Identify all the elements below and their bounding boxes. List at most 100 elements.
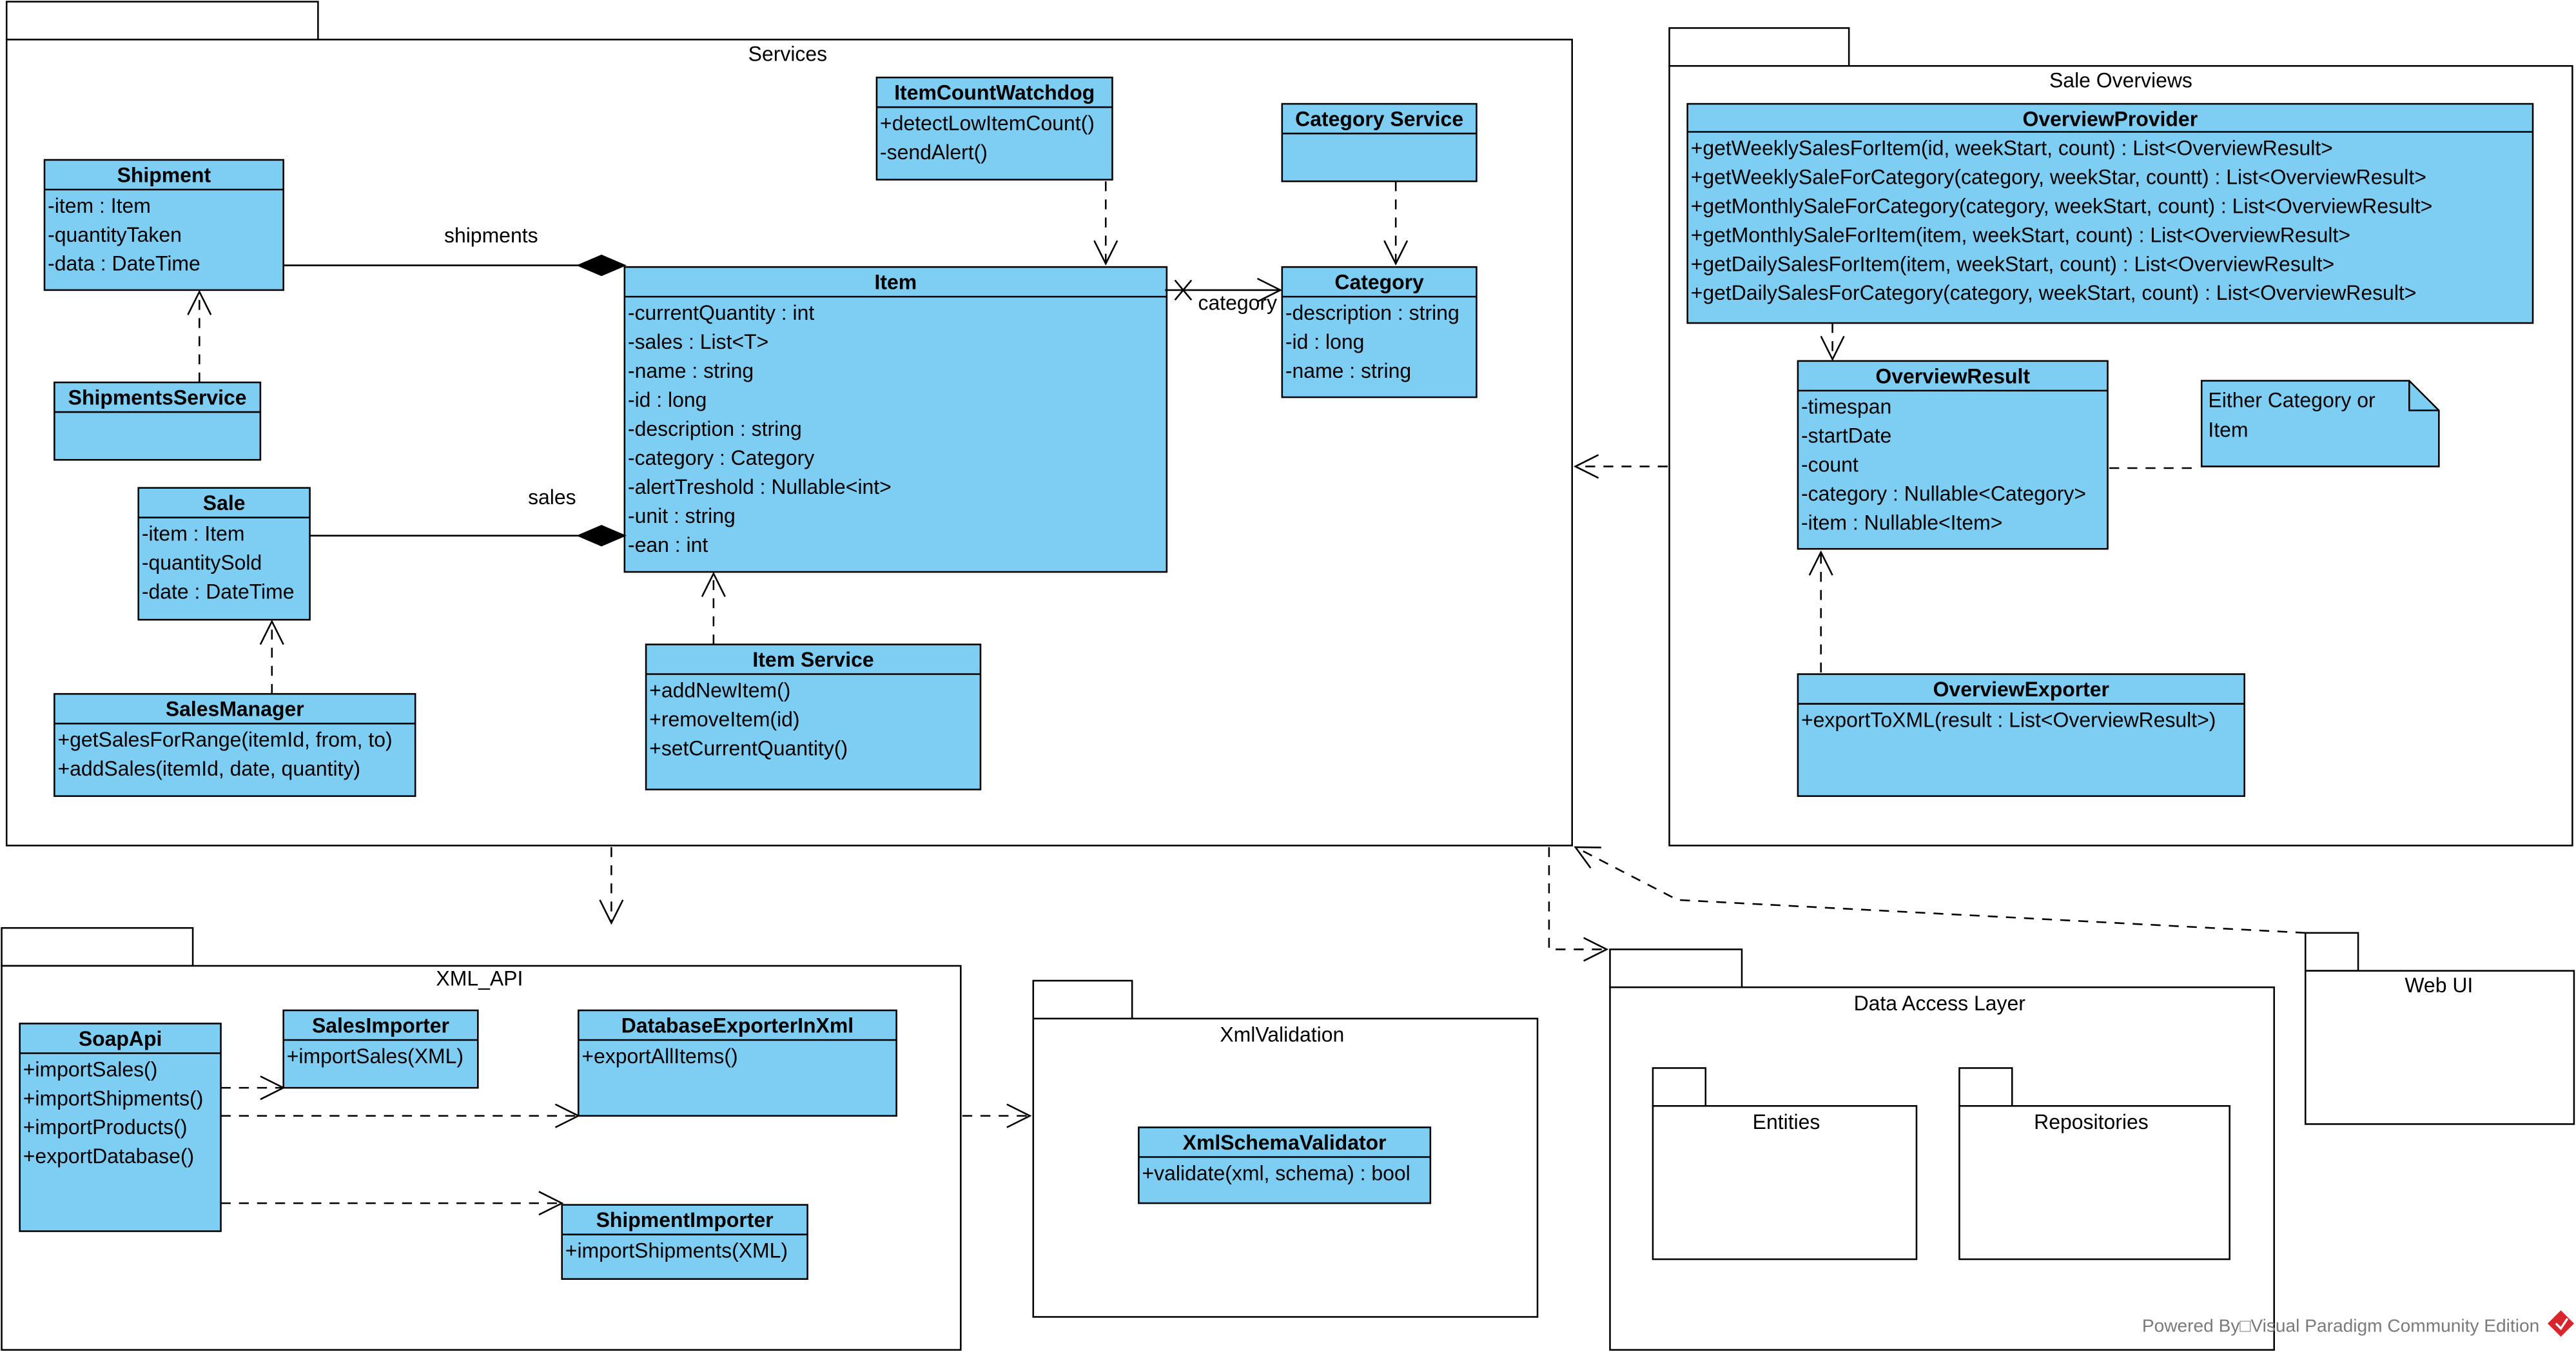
class-shipment-importer[interactable]: ShipmentImporter+importShipments(XML) [561, 1204, 808, 1280]
note-line-2: Item [2208, 418, 2248, 441]
class-member: +importShipments(XML) [565, 1239, 788, 1262]
class-member: +getDailySalesForCategory(category, week… [1691, 281, 2417, 304]
class-member: -quantitySold [142, 551, 262, 574]
watermark: Powered By□Visual Paradigm Community Edi… [2142, 1310, 2574, 1337]
class-member: +getWeeklySalesForItem(id, weekStart, co… [1691, 136, 2333, 159]
class-member: -startDate [1801, 424, 1891, 447]
package-web-ui-label: Web UI [2405, 974, 2473, 997]
class-name: ItemCountWatchdog [894, 81, 1095, 104]
package-repositories-label: Repositories [2034, 1110, 2149, 1133]
class-sale[interactable]: Sale -item : Item -quantitySold -date : Dat… [137, 487, 311, 621]
class-name: Category [1334, 271, 1424, 294]
dependency-webui-services[interactable] [1576, 847, 2306, 934]
class-member: +exportAllItems() [581, 1045, 737, 1068]
class-member: -currentQuantity : int [628, 301, 814, 324]
class-member: -date : DateTime [142, 580, 295, 603]
class-xml-schema-validator[interactable]: XmlSchemaValidator+validate(xml, schema)… [1138, 1126, 1432, 1204]
class-member: -timespan [1801, 395, 1891, 418]
class-overview-result[interactable]: OverviewResult -timespan -startDate -count -… [1797, 360, 2109, 550]
class-member: +addNewItem() [649, 678, 790, 702]
class-name: OverviewResult [1875, 364, 2030, 388]
class-member: -item : Nullable<Item> [1801, 511, 2002, 535]
class-member: -item : Item [142, 522, 245, 545]
class-overview-exporter[interactable]: OverviewExporter+exportToXML(result : Li… [1797, 673, 2245, 797]
label-category: category [1198, 291, 1278, 315]
class-name: Category Service [1295, 108, 1463, 131]
class-name: SalesManager [166, 698, 304, 721]
class-member: -quantityTaken [48, 223, 182, 246]
class-member: -name : string [628, 359, 754, 382]
class-member: -category : Category [628, 446, 814, 469]
class-name: OverviewProvider [2023, 108, 2198, 131]
note-line-1: Either Category or [2208, 388, 2376, 411]
class-database-exporter[interactable]: DatabaseExporterInXml+exportAllItems() [577, 1009, 897, 1117]
classes: Shipment -item : Item -quantityTaken -data … [19, 76, 2534, 1280]
class-name: OverviewExporter [1933, 678, 2109, 701]
class-member: +removeItem(id) [649, 707, 799, 731]
dependency-services-dataaccess[interactable] [1548, 847, 1606, 949]
class-member: +importProducts() [23, 1115, 188, 1139]
note[interactable]: Either Category or Item [2200, 380, 2440, 467]
composition-sales[interactable] [309, 525, 627, 547]
class-member: +importShipments() [23, 1086, 204, 1110]
class-shipment[interactable]: Shipment -item : Item -quantityTaken -data … [43, 159, 284, 291]
package-entities[interactable]: Entities [1652, 1067, 1918, 1261]
visual-paradigm-logo-icon [2548, 1310, 2574, 1337]
class-member: -id : long [1285, 330, 1365, 353]
class-category[interactable]: Category -description : string -id : long -… [1281, 266, 1478, 398]
label-sales: sales [528, 486, 576, 509]
class-member: +getWeeklySaleForCategory(category, week… [1691, 165, 2426, 188]
class-name: SalesImporter [312, 1014, 449, 1037]
class-name: Shipment [117, 163, 211, 186]
class-item-service[interactable]: Item Service +addNewItem() +removeItem(id)… [645, 643, 982, 790]
class-member: -unit : string [628, 504, 736, 527]
class-member: +setCurrentQuantity() [649, 736, 848, 760]
package-xml-api-label: XML_API [436, 967, 523, 990]
package-web-ui[interactable]: Web UI [2304, 932, 2575, 1125]
class-member: -alertTreshold : Nullable<int> [628, 475, 892, 498]
class-member: +importSales() [23, 1057, 158, 1081]
class-member: -sendAlert() [880, 141, 988, 164]
watermark-text: Powered By□Visual Paradigm Community Edi… [2142, 1315, 2539, 1335]
class-member: +detectLowItemCount() [880, 112, 1095, 135]
package-services-label: Services [748, 43, 827, 66]
class-name: Item [875, 271, 917, 294]
class-sales-importer[interactable]: SalesImporter +importSales(XML) [282, 1009, 479, 1089]
class-shipments-service[interactable]: ShipmentsService [54, 381, 262, 461]
class-member: -data : DateTime [48, 252, 200, 275]
class-member: -sales : List<T> [628, 330, 768, 353]
class-member: -id : long [628, 388, 707, 411]
class-member: -item : Item [48, 194, 151, 217]
package-xml-validation-label: XmlValidation [1220, 1023, 1344, 1046]
label-shipments: shipments [444, 224, 538, 247]
class-member: +validate(xml, schema) : bool [1142, 1161, 1410, 1184]
class-member: +getSalesForRange(itemId, from, to) [57, 728, 392, 751]
class-member: +getMonthlySaleForCategory(category, wee… [1691, 194, 2433, 217]
composition-shipments[interactable] [283, 254, 627, 277]
package-entities-label: Entities [1753, 1110, 1820, 1133]
class-member: +getDailySalesForItem(item, weekStart, c… [1691, 252, 2334, 275]
class-item-count-watchdog[interactable]: ItemCountWatchdog +detectLowItemCount() -s… [875, 76, 1113, 181]
class-name: ShipmentsService [68, 386, 247, 409]
class-member: -count [1801, 453, 1859, 476]
class-member: +importSales(XML) [287, 1045, 463, 1068]
class-name: SoapApi [79, 1027, 162, 1050]
class-item[interactable]: Item -currentQuantity : int -sales : List<… [623, 266, 1168, 573]
class-category-service[interactable]: Category Service [1281, 103, 1478, 182]
class-soap-api[interactable]: SoapApi +importSales() +importShipments() +… [19, 1023, 222, 1232]
package-sale-overviews-label: Sale Overviews [2049, 68, 2192, 92]
class-name: Sale [203, 491, 246, 515]
class-name: Item Service [752, 648, 873, 671]
association-category[interactable] [1165, 280, 1280, 300]
class-member: -description : string [1285, 301, 1459, 324]
class-member: -ean : int [628, 533, 708, 556]
class-sales-manager[interactable]: SalesManager +getSalesForRange(itemId, fr… [54, 692, 416, 797]
logo-check-mark [2555, 1318, 2569, 1330]
class-member: -category : Nullable<Category> [1801, 482, 2086, 505]
class-overview-provider[interactable]: OverviewProvider +getWeeklySalesForItem(i… [1686, 103, 2534, 324]
class-member: -name : string [1285, 359, 1411, 382]
class-member: +addSales(itemId, date, quantity) [57, 757, 360, 780]
package-repositories[interactable]: Repositories [1958, 1067, 2230, 1261]
class-member: +getMonthlySaleForItem(item, weekStart, … [1691, 223, 2350, 246]
